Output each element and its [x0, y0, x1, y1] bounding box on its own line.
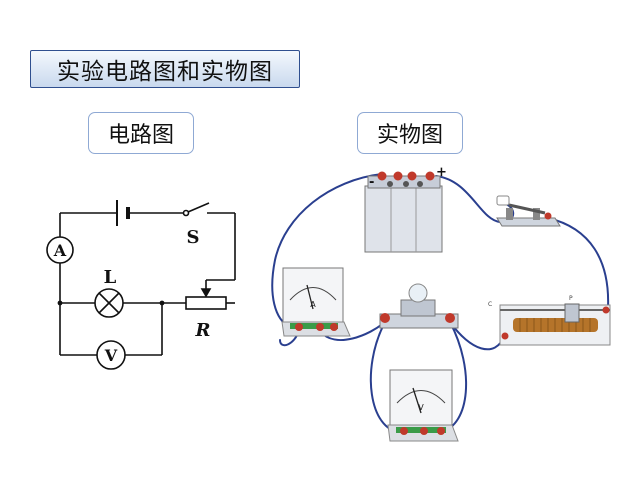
battery-minus-label: -: [369, 175, 374, 190]
voltmeter-face-label: V: [418, 403, 424, 412]
wire-battery-ammeter: [271, 173, 383, 328]
voltmeter-letter: V: [104, 346, 118, 365]
ammeter-device: A: [281, 267, 351, 337]
physical-diagram-label: 实物图: [357, 112, 463, 154]
switch-symbol: [182, 202, 210, 217]
battery-plus-label: +: [436, 165, 447, 180]
lamp-symbol: [94, 288, 124, 318]
rheostat-p-label: P: [569, 295, 573, 302]
rheostat-symbol: [185, 288, 227, 310]
battery-symbol: [116, 200, 130, 226]
switch-letter: S: [187, 227, 200, 248]
ammeter-symbol: A: [46, 236, 74, 264]
battery-pack: - +: [364, 165, 447, 253]
knife-switch: [496, 195, 561, 227]
rheostat-c-label: C: [488, 301, 492, 308]
wire-switch-rheostat: [547, 217, 610, 309]
lamp-letter: L: [104, 267, 117, 288]
page-title: 实验电路图和实物图: [30, 50, 300, 88]
circuit-diagram-label: 电路图: [88, 112, 194, 154]
circuit-diagram: [59, 212, 236, 356]
lamp-device: [379, 283, 459, 329]
rheostat-letter: R: [195, 320, 211, 341]
rheostat-device: C P: [488, 295, 611, 346]
voltmeter-symbol: V: [96, 340, 126, 370]
ammeter-letter: A: [53, 241, 67, 260]
voltmeter-device: V: [387, 369, 459, 442]
ammeter-face-label: A: [310, 300, 316, 309]
